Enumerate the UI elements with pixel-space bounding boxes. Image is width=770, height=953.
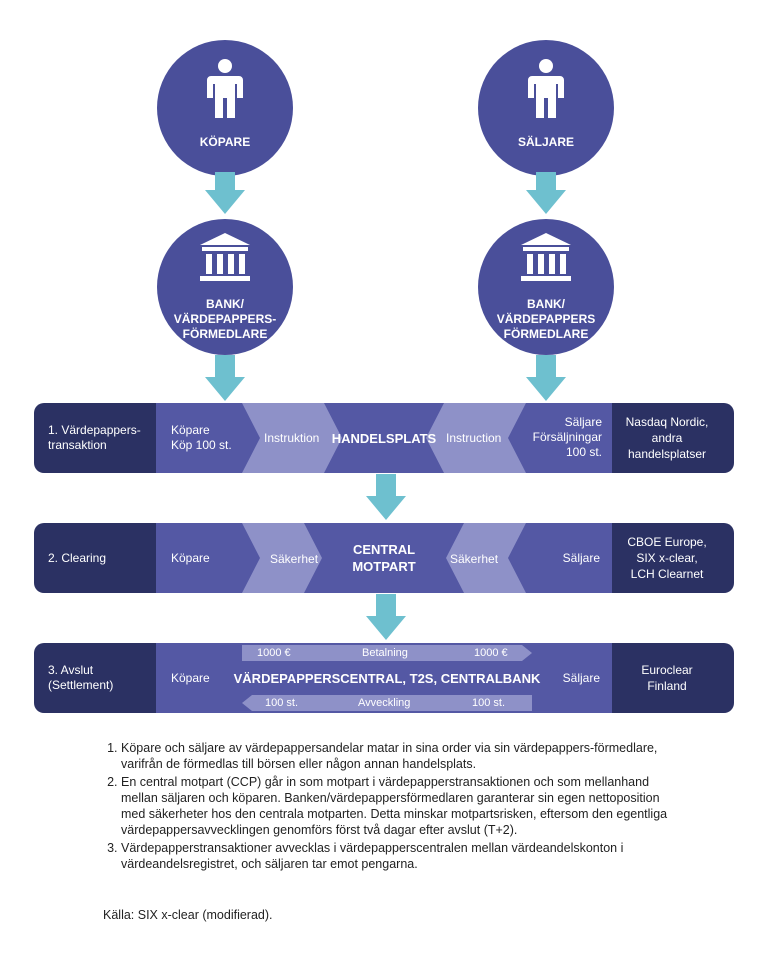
down-arrow [366,474,406,520]
clearing-seller: Säljare [562,551,600,565]
settlement-center: VÄRDEPAPPERSCENTRAL, T2S, CENTRALBANK [233,671,541,686]
settlement-seller: Säljare [562,671,600,685]
trade-buyer: Köpare Köp 100 st. [171,423,232,452]
note-item: Värdepapperstransaktioner avvecklas i vä… [121,840,681,872]
delivery-left: 100 st. [265,697,299,709]
payment-right: 1000 € [474,647,508,659]
buyer-label: KÖPARE [199,135,251,149]
down-arrow [205,355,245,401]
down-arrow [366,594,406,640]
down-arrow [205,172,245,214]
clearing-band: 2. Clearing Köpare Säkerhet CENTRAL MOTP… [34,523,734,593]
down-arrow [526,172,566,214]
payment-label: Betalning [362,647,408,659]
delivery-right: 100 st. [472,697,506,709]
buyer-bank-label: BANK/ VÄRDEPAPPERS- FÖRMEDLARE [173,297,277,341]
clearing-venue: CBOE Europe, SIX x-clear, LCH Clearnet [627,535,707,581]
clearing-buyer: Köpare [171,551,210,565]
settlement-band: 3. Avslut (Settlement) 1000 € Betalning … [34,643,734,713]
source-note: Källa: SIX x-clear (modifierad). [103,908,273,922]
flow-bars [242,645,532,711]
trade-left-chevron: Instruktion [264,431,320,445]
note-item: Köpare och säljare av värdepappersandela… [121,740,681,772]
clearing-left-chevron: Säkerhet [270,552,319,566]
clearing-step-label: 2. Clearing [48,550,107,565]
settlement-venue: Euroclear Finland [641,663,693,693]
seller-label: SÄLJARE [517,135,574,149]
seller-bank-label: BANK/ VÄRDEPAPPERS FÖRMEDLARE [496,297,596,341]
trade-right-chevron: Instruction [446,431,502,445]
payment-left: 1000 € [257,647,291,659]
notes-list: Köpare och säljare av värdepappersandela… [103,740,681,874]
trade-center: HANDELSPLATS [331,431,437,446]
delivery-label: Avveckling [358,697,411,709]
settlement-step-label: 3. Avslut (Settlement) [48,663,114,692]
note-item: En central motpart (CCP) går in som motp… [121,774,681,838]
clearing-right-chevron: Säkerhet [450,552,499,566]
chevrons [242,403,526,473]
chevrons [242,523,526,593]
buyer-circle: KÖPARE [157,40,293,176]
buyer-bank-circle: BANK/ VÄRDEPAPPERS- FÖRMEDLARE [157,219,293,355]
trade-seller: Säljare Försäljningar 100 st. [532,415,602,459]
trade-step-label: 1. Värdepappers- transaktion [48,423,141,452]
bank-building-icon [200,233,250,281]
settlement-buyer: Köpare [171,671,210,685]
trade-venue: Nasdaq Nordic, andra handelsplatser [625,415,709,461]
clearing-center: CENTRAL MOTPART [352,542,416,574]
seller-circle: SÄLJARE [478,40,614,176]
person-icon [528,59,564,118]
bank-building-icon [521,233,571,281]
person-icon [207,59,243,118]
seller-bank-circle: BANK/ VÄRDEPAPPERS FÖRMEDLARE [478,219,614,355]
down-arrow [526,355,566,401]
trade-band: 1. Värdepappers- transaktion Köpare Köp … [34,403,734,473]
